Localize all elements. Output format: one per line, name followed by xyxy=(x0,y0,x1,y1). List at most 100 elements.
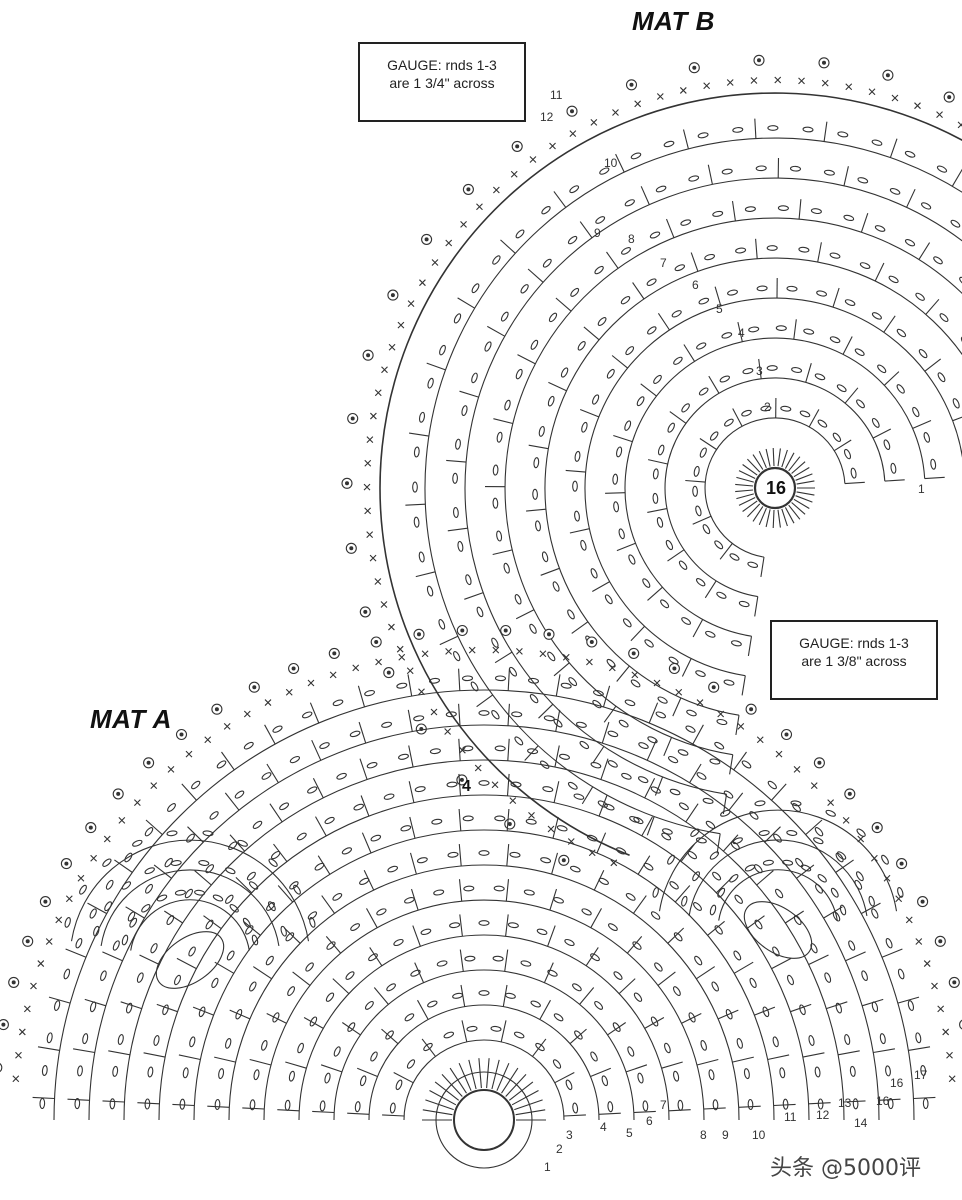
mat-a-picot xyxy=(11,980,16,985)
mat-a-sc-mark xyxy=(90,854,98,862)
mat-b-stitch xyxy=(883,371,900,386)
mat-a-chain-loop xyxy=(245,925,254,935)
mat-b-stitch xyxy=(565,469,586,473)
mat-a-picot xyxy=(291,666,296,671)
mat-b-center-stitch xyxy=(752,506,764,522)
mat-b-chain-loop xyxy=(541,551,549,563)
mat-a-sc-mark xyxy=(329,671,337,679)
mat-b-chain-loop xyxy=(579,740,590,750)
mat-a-chain-loop xyxy=(63,968,71,980)
mat-b-round-2: 2 xyxy=(764,400,771,414)
mat-a-chain-loop xyxy=(93,925,100,937)
mat-a-chain-loop xyxy=(261,1040,268,1051)
mat-a-chain-loop xyxy=(594,1000,604,1010)
mat-a-chain-loop xyxy=(478,780,490,786)
mat-a-chain-loop xyxy=(897,968,905,980)
mat-b-sc-mark xyxy=(406,667,414,675)
mat-b-chain-loop xyxy=(647,326,657,335)
mat-a-round-arc xyxy=(158,794,810,1121)
mat-b-chain-loop xyxy=(427,377,434,389)
mat-a-picot xyxy=(952,980,957,985)
mat-b-stitch xyxy=(616,542,636,552)
mat-a-chain-loop xyxy=(166,830,178,837)
mat-a-chain-loop xyxy=(202,830,214,837)
mat-a-chain-loop xyxy=(633,992,643,1002)
mat-b-chain-loop xyxy=(695,505,702,517)
mat-a-chain-loop xyxy=(650,786,661,794)
mat-b-picot xyxy=(386,670,391,675)
mat-b-chain-loop xyxy=(604,594,613,605)
mat-a-chain-loop xyxy=(341,847,353,855)
mat-a-chart xyxy=(0,624,962,1169)
mat-a-chain-loop xyxy=(694,955,703,966)
mat-a-stitch xyxy=(181,783,197,801)
mat-a-round-16b: 16 xyxy=(890,1076,904,1090)
mat-a-stitch xyxy=(695,966,716,980)
mat-b-stitch xyxy=(760,557,765,577)
mat-b-stitch xyxy=(405,503,426,506)
mat-a-chain-loop xyxy=(414,786,426,793)
mat-b-chain-loop xyxy=(712,210,724,217)
mat-a-stitch xyxy=(421,1038,436,1057)
mat-b-center-stitch xyxy=(765,448,771,467)
mat-a-chain-loop xyxy=(712,1099,719,1111)
mat-b-chain-loop xyxy=(686,709,697,717)
mat-a-chain-loop xyxy=(112,940,120,951)
mat-a-stitch xyxy=(500,1020,507,1043)
mat-a-chain-loop xyxy=(669,881,679,890)
mat-b-chain-loop xyxy=(719,375,730,383)
mat-a-chain-loop xyxy=(252,820,263,829)
mat-a-chain-loop xyxy=(835,852,844,863)
mat-a-chain-loop xyxy=(364,1000,374,1010)
mat-b-center-stitch xyxy=(777,509,781,528)
mat-b-chain-loop xyxy=(552,581,560,592)
mat-b-stitch xyxy=(737,321,743,342)
mat-a-sc-mark xyxy=(562,653,570,661)
mat-b-chain-loop xyxy=(491,710,500,720)
mat-a-chain-loop xyxy=(492,955,504,962)
mat-a-chain-loop xyxy=(608,923,618,932)
mat-b-sc-mark xyxy=(366,531,374,538)
mat-a-stitch xyxy=(461,1020,468,1043)
mat-a-sc-mark xyxy=(223,722,231,730)
mat-b-round-3: 3 xyxy=(756,364,763,378)
mat-b-chain-loop xyxy=(803,328,815,335)
mat-b-sc-mark xyxy=(388,623,395,631)
mat-b-stitch xyxy=(924,358,942,372)
mat-a-stitch xyxy=(269,803,283,823)
mat-b-chain-loop xyxy=(735,247,747,254)
mat-a-chain-loop xyxy=(569,865,581,873)
mat-a-stitch xyxy=(674,885,691,903)
mat-a-chain-loop xyxy=(560,682,572,689)
mat-a-chain-loop xyxy=(406,1059,416,1069)
mat-a-chain-loop xyxy=(280,925,287,937)
mat-a-chain-loop xyxy=(125,1002,133,1014)
mat-b-chain-loop xyxy=(814,373,826,381)
mat-a-chain-loop xyxy=(564,938,575,947)
mat-a-chain-loop xyxy=(462,745,474,752)
mat-a-stitch xyxy=(361,832,372,854)
mat-b-chain-loop xyxy=(721,168,733,175)
mat-a-chain-loop xyxy=(652,887,659,898)
mat-a-chain-loop xyxy=(416,857,428,864)
mat-b-center-stitch xyxy=(796,491,815,496)
mat-b-chain-loop xyxy=(871,312,882,320)
mat-a-chain-loop xyxy=(353,803,364,811)
mat-b-chain-loop xyxy=(896,384,905,394)
mat-a-chain-loop xyxy=(162,1004,169,1016)
mat-a-stitch xyxy=(315,816,327,837)
mat-b-picot xyxy=(507,822,512,826)
mat-b-stitch xyxy=(528,444,549,450)
mat-a-sc-mark xyxy=(204,736,212,744)
mat-a-chain-loop xyxy=(696,772,707,780)
mat-a-stitch xyxy=(908,1046,931,1051)
mat-b-stitch xyxy=(517,354,536,365)
mat-a-stitch xyxy=(458,808,462,831)
mat-b-center-stitch xyxy=(793,467,810,478)
mat-b-stitch xyxy=(657,312,670,331)
mat-a-chain-loop xyxy=(553,1013,564,1022)
mat-a-round-17: 17 xyxy=(914,1068,928,1082)
mat-a-chain-loop xyxy=(129,917,138,928)
mat-a-sc-mark xyxy=(586,658,593,666)
mat-a-stitch xyxy=(507,738,510,761)
